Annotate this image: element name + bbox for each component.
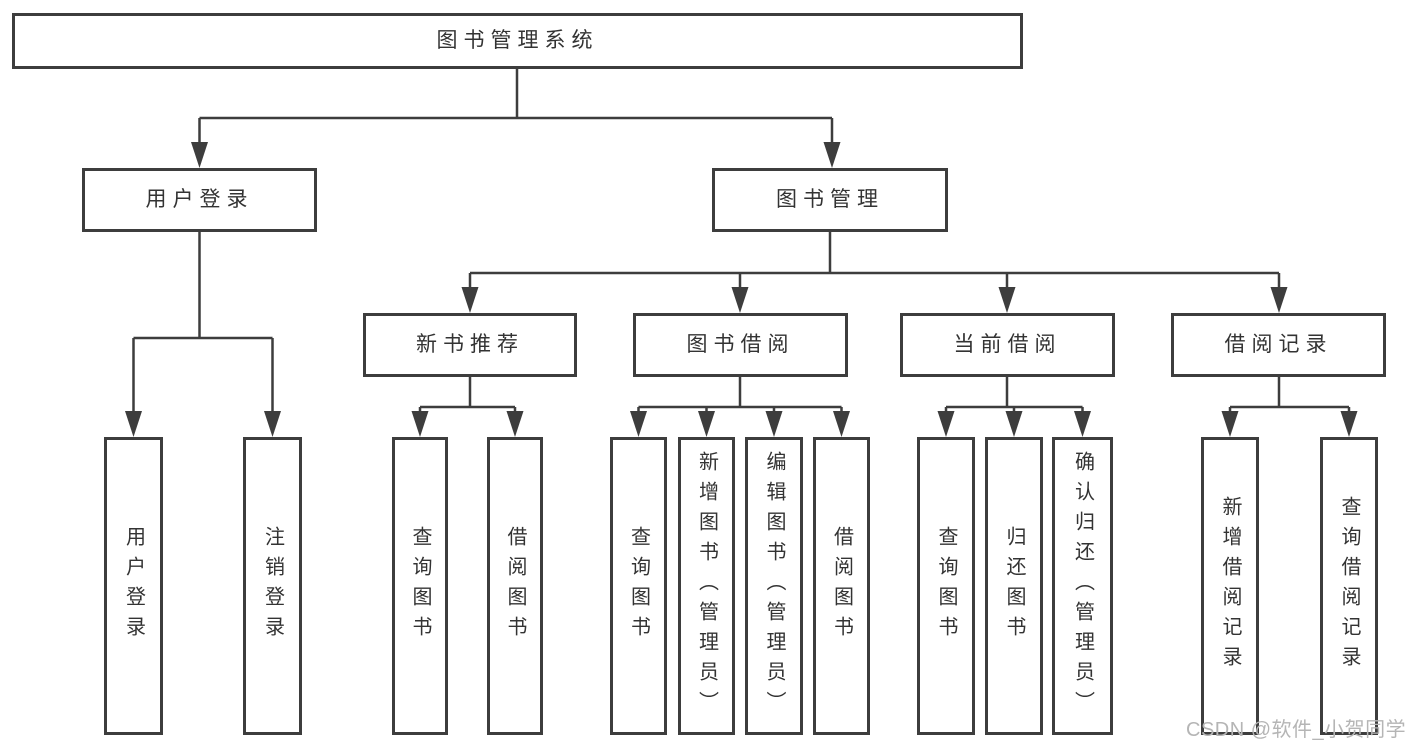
node-label: 查询图书 <box>627 526 650 646</box>
leaf-add-book-admin: 新增图书（管理员） <box>678 437 735 735</box>
node-book-management: 图书管理 <box>712 168 948 232</box>
node-label: 查询借阅记录 <box>1338 496 1360 676</box>
leaf-return-book: 归还图书 <box>985 437 1043 735</box>
arrowhead-icon <box>191 142 208 168</box>
node-label: 查询图书 <box>409 526 431 646</box>
leaf-query-book-current: 查询图书 <box>917 437 975 735</box>
leaf-borrow-book: 借阅图书 <box>813 437 870 735</box>
node-new-book-recommend: 新书推荐 <box>363 313 577 377</box>
arrowhead-icon <box>1005 411 1023 437</box>
arrowhead-icon <box>125 411 142 437</box>
leaf-add-borrow-record: 新增借阅记录 <box>1201 437 1259 735</box>
node-label: 借阅记录 <box>1224 333 1333 357</box>
leaf-edit-book-admin: 编辑图书（管理员） <box>745 437 803 735</box>
node-label: 确认归还（管理员） <box>1071 451 1094 721</box>
node-label: 图书管理 <box>776 188 884 212</box>
node-root: 图书管理系统 <box>12 13 1023 69</box>
node-label: 当前借阅 <box>953 333 1062 357</box>
arrowhead-icon <box>1270 287 1288 313</box>
leaf-logout: 注销登录 <box>243 437 302 735</box>
csdn-watermark: CSDN @软件_小贺同学 <box>1186 719 1405 741</box>
node-book-borrow: 图书借阅 <box>633 313 848 377</box>
node-label: 注销登录 <box>261 526 284 646</box>
arrowhead-icon <box>937 411 955 437</box>
node-label: 图书管理系统 <box>436 29 599 53</box>
node-label: 新增图书（管理员） <box>695 451 718 721</box>
leaf-confirm-return-admin: 确认归还（管理员） <box>1052 437 1113 735</box>
node-label: 查询图书 <box>935 526 957 646</box>
arrowhead-icon <box>823 142 841 168</box>
node-label: 用户登录 <box>145 188 254 212</box>
arrowhead-icon <box>1221 411 1239 437</box>
arrowhead-icon <box>998 287 1016 313</box>
leaf-query-book-borrow: 查询图书 <box>610 437 667 735</box>
leaf-user-login: 用户登录 <box>104 437 163 735</box>
arrowhead-icon <box>1074 411 1091 437</box>
arrowhead-icon <box>698 411 715 437</box>
node-label: 新书推荐 <box>416 333 524 357</box>
node-label: 用户登录 <box>122 526 145 646</box>
arrowhead-icon <box>765 411 783 437</box>
leaf-query-borrow-record: 查询借阅记录 <box>1320 437 1378 735</box>
node-current-borrow: 当前借阅 <box>900 313 1115 377</box>
node-label: 编辑图书（管理员） <box>763 451 785 721</box>
arrowhead-icon <box>630 411 647 437</box>
arrowhead-icon <box>411 411 429 437</box>
arrowhead-icon <box>1340 411 1358 437</box>
arrowhead-icon <box>833 411 850 437</box>
node-label: 图书借阅 <box>686 333 795 357</box>
leaf-query-book-recommend: 查询图书 <box>392 437 448 735</box>
arrowhead-icon <box>731 287 749 313</box>
arrowhead-icon <box>506 411 524 437</box>
node-label: 新增借阅记录 <box>1219 496 1241 676</box>
node-borrow-records: 借阅记录 <box>1171 313 1386 377</box>
node-label: 借阅图书 <box>830 526 853 646</box>
arrowhead-icon <box>264 411 281 437</box>
leaf-borrow-book-recommend: 借阅图书 <box>487 437 543 735</box>
arrowheads <box>125 142 1358 437</box>
node-user-login: 用户登录 <box>82 168 317 232</box>
arrowhead-icon <box>461 287 479 313</box>
node-label: 归还图书 <box>1003 526 1025 646</box>
node-label: 借阅图书 <box>504 526 526 646</box>
